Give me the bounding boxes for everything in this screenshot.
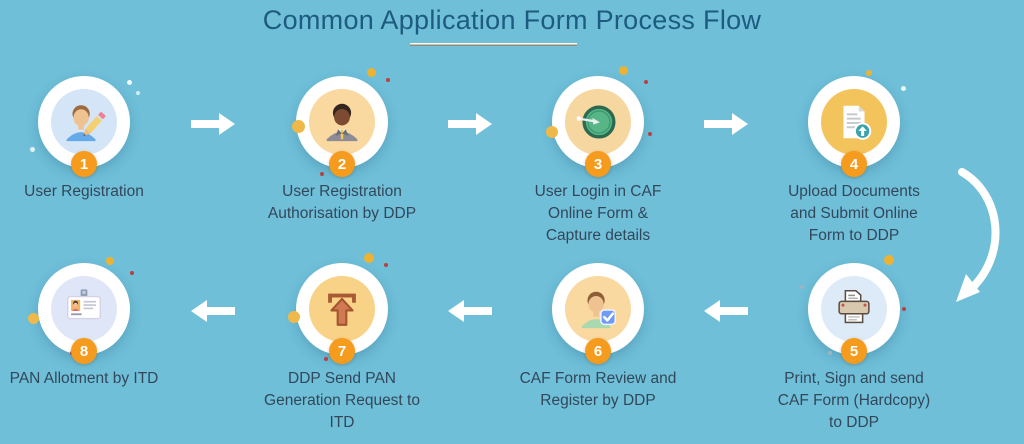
decor-dot	[884, 255, 894, 265]
step-number-badge: 1	[71, 151, 97, 177]
decor-dot	[292, 120, 305, 133]
step-number-badge: 6	[585, 338, 611, 364]
step-label: User Registration Authorisation by DDP	[267, 183, 417, 222]
step-number: 2	[337, 155, 347, 173]
decor-dot	[866, 70, 872, 76]
step-icon-disc	[51, 276, 117, 342]
pan-id-card-icon	[66, 289, 102, 320]
step-circle: 6	[552, 263, 644, 364]
step-number: 7	[337, 342, 347, 360]
step-icon-disc	[565, 89, 631, 155]
decor-dot	[136, 91, 140, 95]
step-icon-disc	[309, 89, 375, 155]
decor-dot	[364, 253, 374, 263]
decor-dot	[130, 271, 134, 275]
decor-dot	[106, 257, 114, 265]
step-6-caf-review: 6 CAF Form Review and Register by DDP	[493, 263, 703, 412]
document-upload-icon	[843, 105, 872, 140]
step-circle: 5	[800, 255, 906, 364]
login-target-icon	[576, 105, 616, 139]
decor-dot	[902, 307, 906, 311]
step-icon-disc	[51, 89, 117, 155]
step-number-badge: 5	[841, 338, 867, 364]
decor-dot	[546, 126, 558, 138]
step-circle: 1	[30, 76, 140, 177]
decor-dot	[127, 80, 132, 85]
step-circle: 3	[546, 66, 652, 177]
step-5-print-sign-send: 5 Print, Sign and send CAF Form (Hardcop…	[749, 255, 959, 434]
step-circle: 4	[808, 70, 906, 177]
step-label: DDP Send PAN Generation Request to ITD	[264, 370, 420, 431]
decor-dot	[320, 172, 324, 176]
step-number-badge: 8	[71, 338, 97, 364]
step-7-send-pan-request: 7 DDP Send PAN Generation Request to ITD	[237, 253, 447, 434]
step-3-user-login: 3 User Login in CAF Online Form & Captur…	[493, 66, 703, 247]
page-title: Common Application Form Process Flow	[262, 5, 762, 35]
step-number: 6	[593, 342, 603, 360]
person-approved-check-icon	[581, 291, 617, 329]
decor-dot	[384, 263, 388, 267]
step-circle: 8	[28, 257, 134, 364]
step-icon-disc	[821, 89, 887, 155]
decor-dot	[644, 80, 648, 84]
step-label: CAF Form Review and Register by DDP	[519, 370, 677, 409]
printer-icon	[838, 290, 870, 324]
flow-arrow-left-2	[447, 299, 493, 328]
send-request-up-icon	[328, 293, 356, 326]
step-icon-disc	[565, 276, 631, 342]
flow-arrow-left-3	[703, 299, 749, 328]
step-number-badge: 2	[329, 151, 355, 177]
user-registration-pencil-icon	[66, 105, 106, 142]
title-underline	[410, 43, 577, 46]
step-label: PAN Allotment by ITD	[9, 370, 159, 387]
decor-dot	[828, 351, 832, 355]
step-2-authorisation: 2 User Registration Authorisation by DDP	[237, 68, 447, 225]
step-number: 5	[849, 342, 859, 360]
curved-arrow-down	[948, 166, 1020, 311]
decor-dot	[901, 86, 906, 91]
decor-dot	[648, 132, 652, 136]
flow-arrow-right-2	[447, 112, 493, 141]
step-label: Print, Sign and send CAF Form (Hardcopy)…	[777, 370, 931, 431]
flow-arrow-right-3	[703, 112, 749, 141]
decor-dot	[288, 311, 300, 323]
step-label: User Login in CAF Online Form & Capture …	[534, 183, 662, 244]
step-8-pan-allotment: 8 PAN Allotment by ITD	[0, 257, 189, 390]
step-icon-disc	[821, 276, 887, 342]
step-number: 1	[79, 155, 89, 173]
decor-dot	[386, 78, 390, 82]
decor-dot	[324, 357, 328, 361]
step-1-user-registration: 1 User Registration	[0, 76, 189, 203]
step-icon-disc	[309, 276, 375, 342]
step-label: Upload Documents and Submit Online Form …	[788, 183, 920, 244]
step-circle: 2	[292, 68, 390, 177]
ddp-officer-icon	[326, 103, 358, 142]
flow-arrow-right-1	[190, 112, 236, 141]
step-number: 8	[79, 342, 89, 360]
step-number-badge: 3	[585, 151, 611, 177]
step-number-badge: 4	[841, 151, 867, 177]
step-number-badge: 7	[329, 338, 355, 364]
decor-dot	[367, 68, 376, 77]
flow-arrow-left-1	[190, 299, 236, 328]
decor-dot	[800, 285, 804, 289]
step-4-upload-documents: 4 Upload Documents and Submit Online For…	[749, 70, 959, 247]
step-label: User Registration	[24, 183, 144, 200]
step-number: 3	[593, 155, 603, 173]
decor-dot	[619, 66, 628, 75]
step-number: 4	[849, 155, 859, 173]
step-circle: 7	[288, 253, 388, 364]
decor-dot	[28, 313, 39, 324]
decor-dot	[30, 147, 35, 152]
